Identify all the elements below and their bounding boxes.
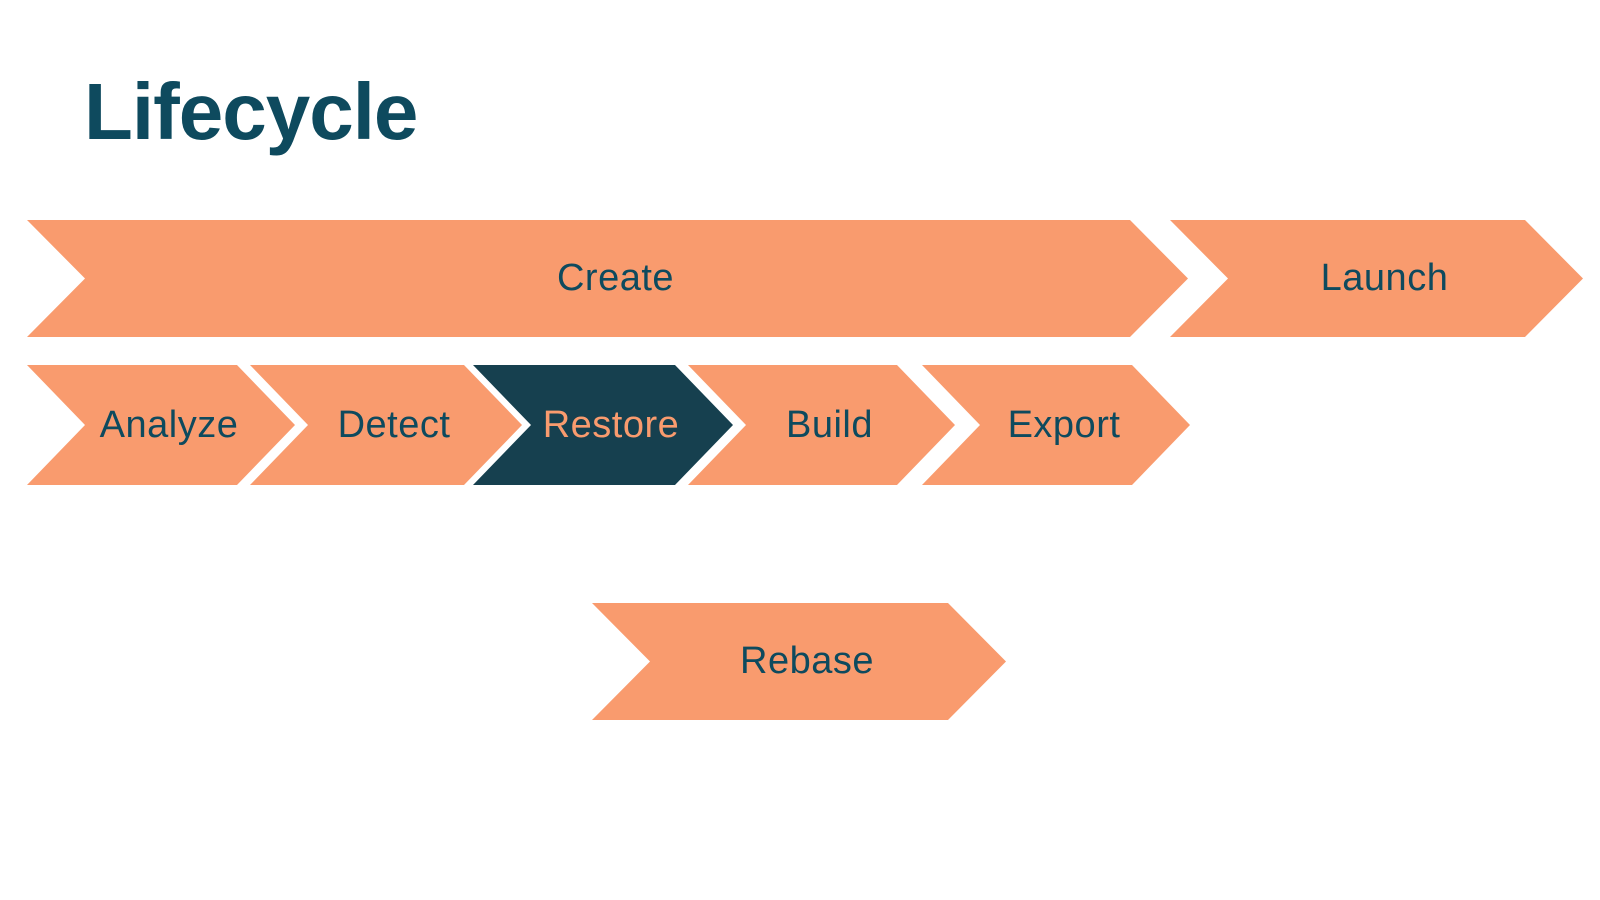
stage-analyze-label: Analyze — [99, 403, 239, 446]
stage-launch-label: Launch — [1320, 257, 1449, 299]
stage-rebase-label: Rebase — [740, 640, 874, 682]
stage-build-label: Build — [786, 403, 873, 446]
stage-restore-label: Restore — [542, 403, 680, 446]
stage-launch: Launch — [1170, 220, 1583, 337]
stage-detect-label: Detect — [337, 403, 451, 446]
stage-rebase: Rebase — [592, 603, 1006, 720]
stage-export-label: Export — [1007, 403, 1121, 446]
stage-export: Export — [922, 365, 1190, 485]
stage-analyze: Analyze — [27, 365, 295, 485]
stage-create-label: Create — [556, 257, 675, 299]
page-title: Lifecycle — [84, 67, 418, 156]
stage-create: Create — [27, 220, 1188, 337]
